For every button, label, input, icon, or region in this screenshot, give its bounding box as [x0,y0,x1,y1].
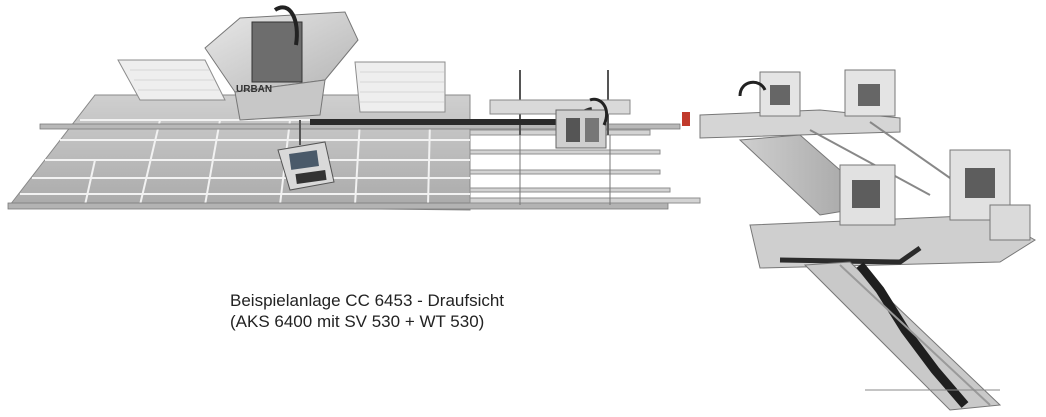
welding-head-lower [749,149,1036,269]
welding-head-top [699,69,901,139]
caption-line-2: (AKS 6400 mit SV 530 + WT 530) [230,312,485,331]
outfeed-track [803,261,1002,411]
carriage-unit [555,97,609,149]
caption: Beispielanlage CC 6453 - Draufsicht (AKS… [230,290,504,332]
conveyor-rails [469,70,701,205]
machine-cabin: URBAN [204,5,359,121]
safety-fence [117,59,446,113]
red-marker [682,112,690,126]
brand-label: URBAN [236,84,272,95]
control-panel [277,120,335,191]
caption-line-1: Beispielanlage CC 6453 - Draufsicht [230,291,505,310]
